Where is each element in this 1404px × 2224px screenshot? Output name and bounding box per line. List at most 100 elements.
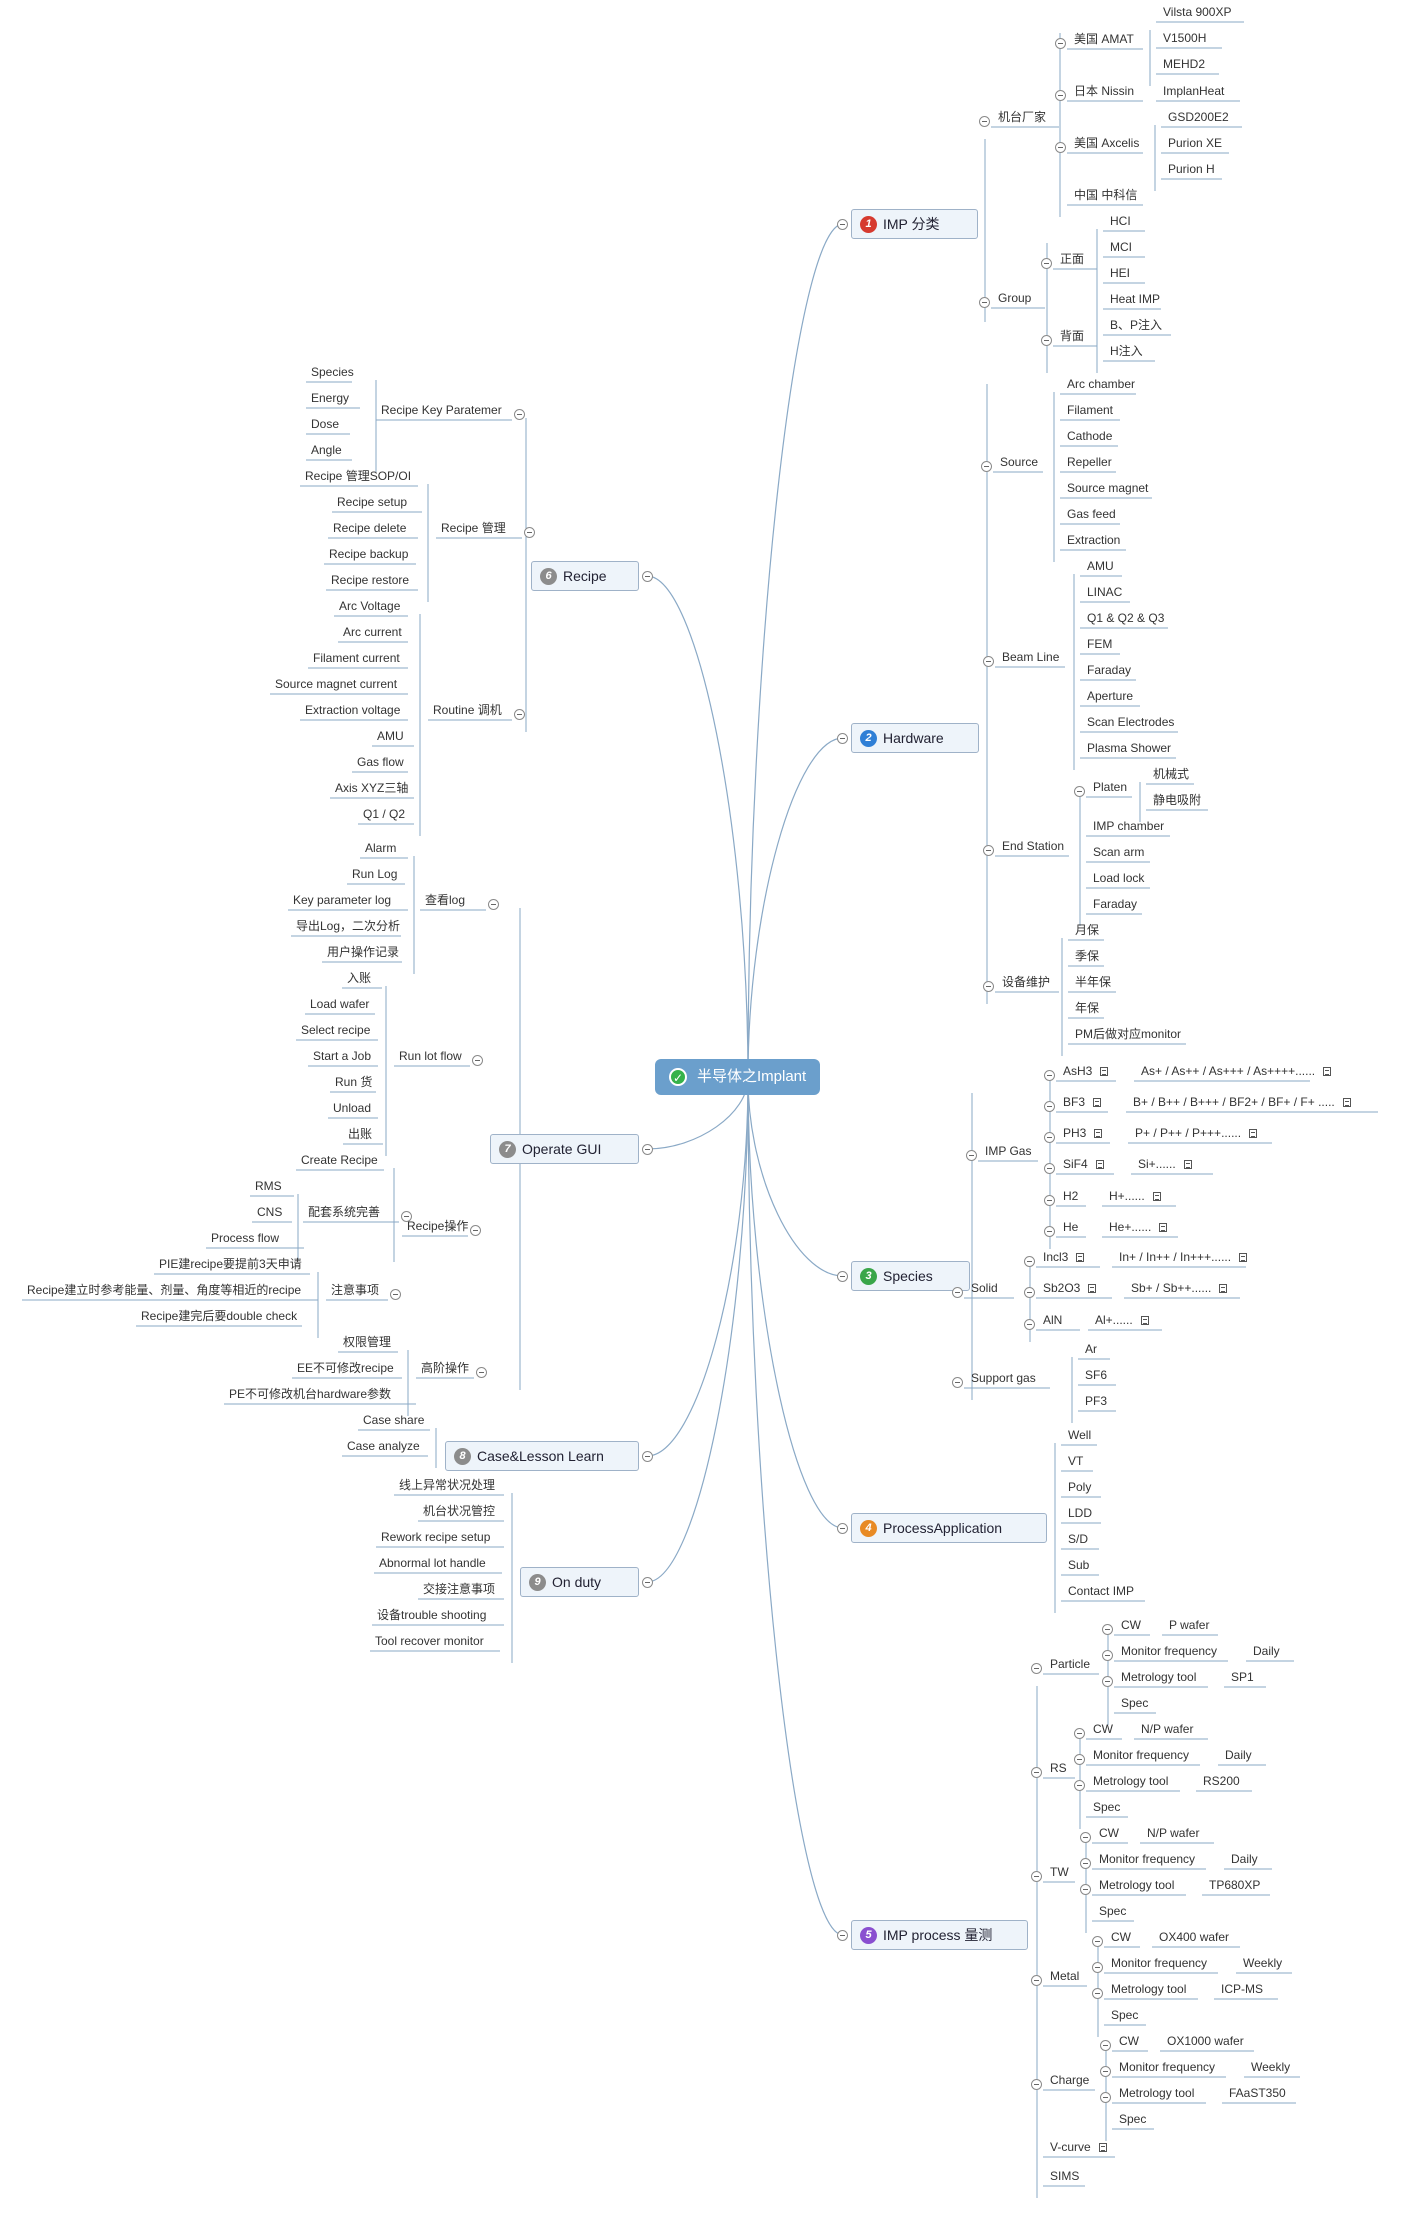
node-sims[interactable]: SIMS	[1047, 2169, 1082, 2183]
node-sb2o3[interactable]: Sb2O3	[1040, 1281, 1099, 1295]
node-metrology-tool[interactable]: Metrology tool	[1116, 2086, 1197, 2100]
collapse-toggle-icon[interactable]	[979, 116, 990, 127]
collapse-toggle-icon[interactable]	[837, 219, 848, 230]
node-rs[interactable]: RS	[1047, 1761, 1070, 1775]
collapse-toggle-icon[interactable]	[472, 1055, 483, 1066]
node-[interactable]: 季保	[1072, 949, 1102, 963]
collapse-toggle-icon[interactable]	[1044, 1195, 1055, 1206]
node-platen[interactable]: Platen	[1090, 780, 1130, 794]
node-species[interactable]: Species	[308, 365, 357, 379]
node-weekly[interactable]: Weekly	[1248, 2060, 1293, 2074]
node-q1-q2-q3[interactable]: Q1 & Q2 & Q3	[1084, 611, 1167, 625]
node-energy[interactable]: Energy	[308, 391, 352, 405]
collapse-toggle-icon[interactable]	[1055, 142, 1066, 153]
node-daily[interactable]: Daily	[1250, 1644, 1283, 1658]
node-he[interactable]: He	[1060, 1220, 1081, 1234]
node-metrology-tool[interactable]: Metrology tool	[1108, 1982, 1189, 1996]
collapse-toggle-icon[interactable]	[1080, 1832, 1091, 1843]
node-[interactable]: 权限管理	[340, 1335, 394, 1349]
node-as-as-as-as[interactable]: As+ / As++ / As+++ / As++++......	[1138, 1064, 1334, 1078]
node-gsd200e2[interactable]: GSD200E2	[1165, 110, 1232, 124]
node-ox400-wafer[interactable]: OX400 wafer	[1156, 1930, 1232, 1944]
collapse-toggle-icon[interactable]	[952, 1377, 963, 1388]
node-[interactable]: 正面	[1057, 252, 1087, 266]
note-icon[interactable]	[1323, 1067, 1332, 1077]
node-[interactable]: 线上异常状况处理	[396, 1478, 498, 1492]
node-source[interactable]: Source	[997, 455, 1041, 469]
node-recipe-key-paratemer[interactable]: Recipe Key Paratemer	[378, 403, 505, 417]
collapse-toggle-icon[interactable]	[642, 1451, 653, 1462]
collapse-toggle-icon[interactable]	[837, 1271, 848, 1282]
node-implanheat[interactable]: ImplanHeat	[1160, 84, 1227, 98]
node-run-log[interactable]: Run Log	[349, 867, 400, 881]
node-spec[interactable]: Spec	[1090, 1800, 1123, 1814]
node-purion-xe[interactable]: Purion XE	[1165, 136, 1225, 150]
node-angle[interactable]: Angle	[308, 443, 345, 457]
node-plasma-shower[interactable]: Plasma Shower	[1084, 741, 1174, 755]
collapse-toggle-icon[interactable]	[1074, 786, 1085, 797]
collapse-toggle-icon[interactable]	[1080, 1858, 1091, 1869]
node-support-gas[interactable]: Support gas	[968, 1371, 1039, 1385]
node-contact-imp[interactable]: Contact IMP	[1065, 1584, 1137, 1598]
node-recipe-setup[interactable]: Recipe setup	[334, 495, 410, 509]
node-metal[interactable]: Metal	[1047, 1969, 1082, 1983]
node-mehd2[interactable]: MEHD2	[1160, 57, 1208, 71]
node-p-wafer[interactable]: P wafer	[1166, 1618, 1212, 1632]
collapse-toggle-icon[interactable]	[1031, 1663, 1042, 1674]
node-v-curve[interactable]: V-curve	[1047, 2140, 1110, 2154]
node-[interactable]: 机台厂家	[995, 110, 1049, 124]
collapse-toggle-icon[interactable]	[983, 981, 994, 992]
node-arc-voltage[interactable]: Arc Voltage	[336, 599, 403, 613]
collapse-toggle-icon[interactable]	[983, 845, 994, 856]
node-hci[interactable]: HCI	[1107, 214, 1134, 228]
collapse-toggle-icon[interactable]	[390, 1289, 401, 1300]
note-icon[interactable]	[1076, 1253, 1085, 1263]
collapse-toggle-icon[interactable]	[1041, 335, 1052, 346]
collapse-toggle-icon[interactable]	[642, 1144, 653, 1155]
node-[interactable]: 年保	[1072, 1001, 1102, 1015]
node-[interactable]: 静电吸附	[1150, 793, 1204, 807]
node-dose[interactable]: Dose	[308, 417, 342, 431]
collapse-toggle-icon[interactable]	[1092, 1962, 1103, 1973]
collapse-toggle-icon[interactable]	[979, 297, 990, 308]
node-cw[interactable]: CW	[1108, 1930, 1134, 1944]
note-icon[interactable]	[1093, 1098, 1102, 1108]
node-cw[interactable]: CW	[1096, 1826, 1122, 1840]
collapse-toggle-icon[interactable]	[1102, 1676, 1113, 1687]
node-h2[interactable]: H2	[1060, 1189, 1081, 1203]
node-b-p[interactable]: B、P注入	[1107, 318, 1165, 332]
note-icon[interactable]	[1094, 1129, 1103, 1139]
node-in-in-in[interactable]: In+ / In++ / In+++......	[1116, 1250, 1250, 1264]
node-aperture[interactable]: Aperture	[1084, 689, 1136, 703]
node-[interactable]: 注意事项	[328, 1283, 382, 1297]
collapse-toggle-icon[interactable]	[524, 527, 535, 538]
node-tw[interactable]: TW	[1047, 1865, 1072, 1879]
collapse-toggle-icon[interactable]	[1074, 1780, 1085, 1791]
node-icp-ms[interactable]: ICP-MS	[1218, 1982, 1266, 1996]
node-process-flow[interactable]: Process flow	[208, 1231, 282, 1245]
node-[interactable]: 高阶操作	[418, 1361, 472, 1375]
node-source-magnet-current[interactable]: Source magnet current	[272, 677, 400, 691]
node-gas-feed[interactable]: Gas feed	[1064, 507, 1119, 521]
node-amu[interactable]: AMU	[374, 729, 407, 743]
collapse-toggle-icon[interactable]	[837, 733, 848, 744]
node-ph3[interactable]: PH3	[1060, 1126, 1105, 1140]
node-rework-recipe-setup[interactable]: Rework recipe setup	[378, 1530, 493, 1544]
node-recipe[interactable]: Recipe 管理	[438, 521, 509, 535]
node-monitor-frequency[interactable]: Monitor frequency	[1108, 1956, 1210, 1970]
node-amat[interactable]: 美国 AMAT	[1071, 32, 1137, 46]
note-icon[interactable]	[1183, 1160, 1192, 1170]
node-h[interactable]: H注入	[1107, 344, 1146, 358]
collapse-toggle-icon[interactable]	[476, 1367, 487, 1378]
node-charge[interactable]: Charge	[1047, 2073, 1092, 2087]
node-arc-current[interactable]: Arc current	[340, 625, 405, 639]
collapse-toggle-icon[interactable]	[1031, 1975, 1042, 1986]
node-cns[interactable]: CNS	[254, 1205, 285, 1219]
node-extraction-voltage[interactable]: Extraction voltage	[302, 703, 403, 717]
node-bf3[interactable]: BF3	[1060, 1095, 1104, 1109]
node-imp-gas[interactable]: IMP Gas	[982, 1144, 1034, 1158]
